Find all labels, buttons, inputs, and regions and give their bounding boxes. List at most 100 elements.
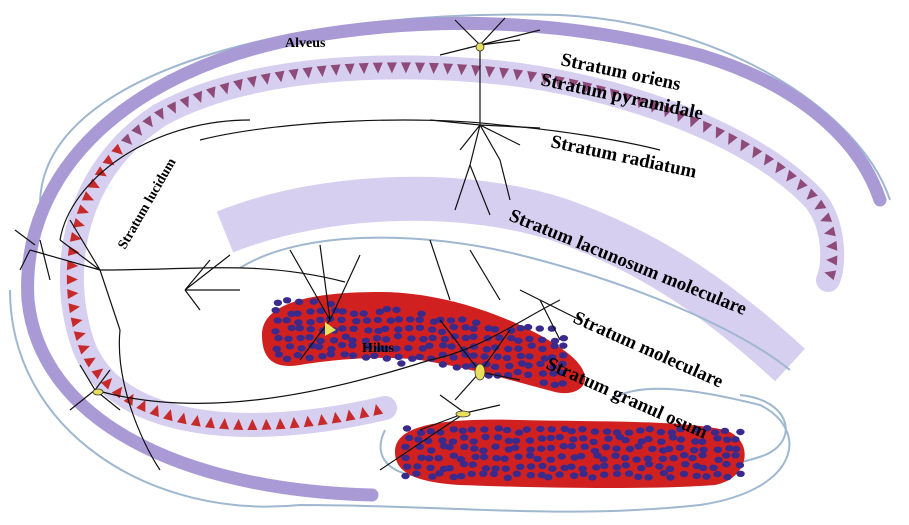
label-stratum-lacunosum-moleculare: Stratum lacunosum moleculare xyxy=(506,205,749,320)
granule-cell xyxy=(528,342,536,348)
granule-cell xyxy=(295,299,303,305)
granule-cell xyxy=(491,364,499,370)
granule-cell xyxy=(713,471,721,477)
granule-cell xyxy=(307,326,315,332)
granule-cell xyxy=(338,325,346,331)
granule-cell xyxy=(514,338,522,344)
granule-cell xyxy=(500,456,508,462)
granule-cell xyxy=(722,461,730,467)
granule-cell xyxy=(558,453,566,459)
granule-cell xyxy=(416,354,424,360)
granule-cell xyxy=(283,297,291,303)
granule-cell xyxy=(470,352,478,358)
granule-cell xyxy=(272,307,280,313)
granule-cell xyxy=(395,316,403,322)
granule-cell xyxy=(439,342,447,348)
granule-cell xyxy=(450,453,458,459)
granule-cell xyxy=(625,470,633,476)
granule-cell xyxy=(445,444,453,450)
granule-cell xyxy=(525,353,533,359)
granule-cell xyxy=(698,452,706,458)
granule-cell xyxy=(637,465,645,471)
granule-cell xyxy=(401,444,409,450)
granule-cell xyxy=(657,439,665,445)
granule-cell xyxy=(469,438,477,444)
granule-cell xyxy=(612,446,620,452)
granule-cell xyxy=(677,436,685,442)
granule-cell xyxy=(504,475,512,481)
granule-cell xyxy=(525,336,533,342)
granule-cell xyxy=(429,335,437,341)
granule-cell xyxy=(459,428,467,434)
granule-cell xyxy=(330,337,338,343)
granule-cell xyxy=(540,380,548,386)
granule-cell xyxy=(310,298,318,304)
granule-cell xyxy=(480,454,488,460)
granule-cell xyxy=(490,471,498,477)
granule-cell xyxy=(632,456,640,462)
granule-cell xyxy=(503,355,511,361)
granule-cell xyxy=(306,308,314,314)
granule-cell xyxy=(306,319,314,325)
granule-cell xyxy=(441,336,449,342)
granule-cell xyxy=(533,456,541,462)
granule-cell xyxy=(274,335,282,341)
granule-cell xyxy=(524,362,532,368)
granule-cell xyxy=(613,464,621,470)
granule-cell xyxy=(374,317,382,323)
granule-cell xyxy=(462,335,470,341)
granule-cell xyxy=(360,310,368,316)
granule-cell xyxy=(527,463,535,469)
granule-cell xyxy=(714,457,722,463)
granule-cell xyxy=(736,471,744,477)
granule-cell xyxy=(523,426,531,432)
granule-cell xyxy=(479,448,487,454)
granule-cell xyxy=(316,317,324,323)
granule-cell xyxy=(363,317,371,323)
granule-cell xyxy=(469,326,477,332)
granule-cell xyxy=(288,325,296,331)
granule-cell xyxy=(721,428,729,434)
granule-cell xyxy=(507,335,515,341)
granule-cell xyxy=(337,317,345,323)
granule-cell xyxy=(460,444,468,450)
granule-cell xyxy=(613,471,621,477)
granule-cell xyxy=(424,438,432,444)
granule-cell xyxy=(547,445,555,451)
granule-cell xyxy=(548,466,556,472)
granule-cell xyxy=(524,372,532,378)
granule-cell xyxy=(404,345,412,351)
granule-cell xyxy=(681,461,689,467)
granule-cell xyxy=(457,473,465,479)
granule-cell xyxy=(515,429,523,435)
granule-cell xyxy=(556,434,564,440)
granule-cell xyxy=(468,426,476,432)
granule-cell xyxy=(458,316,466,322)
granule-cell xyxy=(699,465,707,471)
granule-cell xyxy=(538,463,546,469)
granule-cell xyxy=(680,452,688,458)
granule-cell xyxy=(352,318,360,324)
granule-cell xyxy=(406,316,414,322)
granule-cell xyxy=(709,465,717,471)
granule-cell xyxy=(315,344,323,350)
granule-cell xyxy=(644,456,652,462)
granule-cell xyxy=(392,307,400,313)
granule-cell xyxy=(428,473,436,479)
granule-cell xyxy=(349,352,357,358)
granule-cell xyxy=(568,443,576,449)
granule-cell xyxy=(524,324,532,330)
granule-cell xyxy=(602,444,610,450)
granule-cell xyxy=(527,472,535,478)
granule-cell xyxy=(405,435,413,441)
granule-cell xyxy=(517,325,525,331)
granule-cell xyxy=(450,474,458,480)
granule-cell xyxy=(505,363,513,369)
granule-cell xyxy=(578,426,586,432)
granule-cell xyxy=(341,351,349,357)
granule-cell xyxy=(731,436,739,442)
granule-cell xyxy=(383,355,391,361)
granule-cell xyxy=(470,445,478,451)
granule-cell xyxy=(283,356,291,362)
granule-cell xyxy=(589,439,597,445)
